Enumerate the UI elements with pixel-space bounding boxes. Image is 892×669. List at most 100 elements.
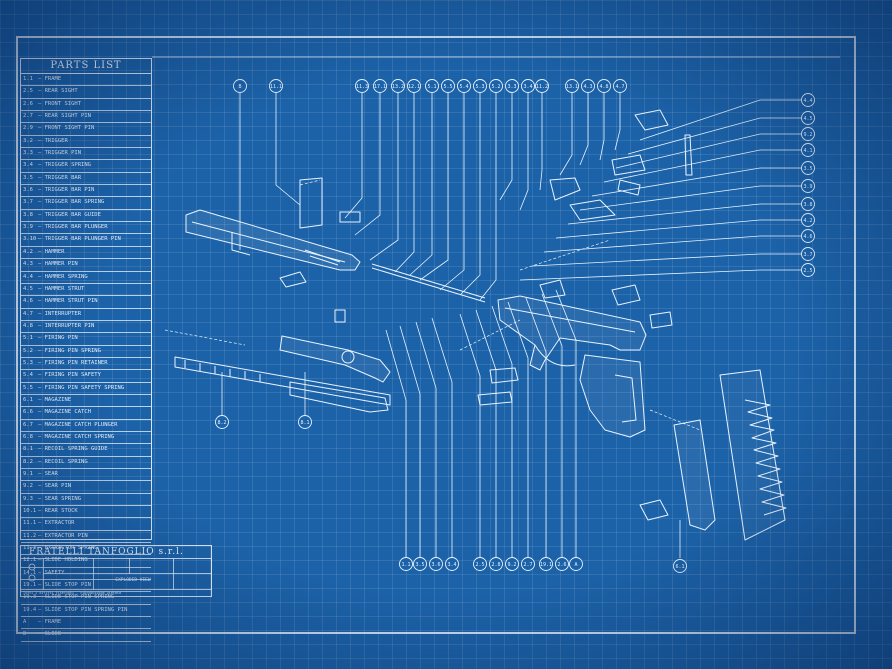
part-name: – REAR SIGHT [38, 88, 78, 95]
callout-label: 11.3 [356, 84, 368, 90]
parts-list-row: 11.1– EXTRACTOR [21, 518, 151, 531]
callout-label: 3.7 [803, 252, 812, 258]
part-code: 11.2 [23, 532, 37, 539]
part-code: 3.7 [23, 199, 33, 206]
part-name: – MAGAZINE [38, 396, 72, 403]
part-name: – HAMMER STRUT [38, 285, 85, 292]
drawing-frame [16, 36, 856, 634]
callout-bubble: 4.7 [613, 79, 627, 93]
part-name: – HAMMER STRUT PIN [38, 298, 98, 305]
callout-label: 9.2 [803, 132, 812, 138]
callout-bubble: 3.7 [801, 247, 815, 261]
leader-line [479, 92, 497, 301]
callout-bubble: 9.2 [505, 557, 519, 571]
parts-list-row: 19.3– SLIDE STOP PIN SPRING [21, 592, 151, 605]
callout-circle [521, 79, 535, 93]
part-name: – RECOIL SPRING GUIDE [38, 446, 108, 453]
callout-circle [413, 557, 427, 571]
callout-bubble: 8.1 [298, 415, 312, 429]
callout-circle [801, 127, 815, 141]
callout-circle [801, 229, 815, 243]
company-name: FRATELLI TANFOGLIO s.r.l. [21, 546, 211, 559]
callout-circle [565, 79, 579, 93]
callout-label: 5.2 [491, 84, 500, 90]
parts-list-row: 3.2– TRIGGER [21, 136, 151, 149]
part-name: – FIRING PIN SAFETY SPRING [38, 384, 125, 391]
callout-circle [425, 79, 439, 93]
callout-bubble: 8.2 [215, 415, 229, 429]
part-code: 4.2 [23, 248, 33, 255]
callout-circle [801, 111, 815, 125]
callout-circle [801, 143, 815, 157]
part-code: 2.6 [23, 100, 33, 107]
callout-bubble: 4.1 [801, 143, 815, 157]
parts-list-row: 4.3– HAMMER PIN [21, 259, 151, 272]
small-parts [279, 109, 693, 406]
part-name: – MAGAZINE CATCH SPRING [38, 433, 115, 440]
leader-line [639, 99, 802, 141]
part-name: – TRIGGER BAR PLUNGER PIN [38, 236, 121, 243]
part-name: – MAGAZINE CATCH PLUNGER [38, 421, 118, 428]
part-name: – TRIGGER BAR [38, 174, 82, 181]
parts-list-row: 2.7– REAR SIGHT PIN [21, 111, 151, 124]
callout-label: 3.4 [523, 84, 532, 90]
callout-circle [489, 557, 503, 571]
callout-label: 9.2 [507, 562, 516, 568]
part-name: – EXTRACTOR [38, 520, 75, 527]
leader-line [579, 185, 802, 211]
callout-label: 5.4 [459, 84, 468, 90]
leader-line [459, 92, 481, 296]
leader-line [555, 289, 577, 558]
callout-label: A [574, 562, 577, 568]
callout-label: 8.2 [217, 420, 226, 426]
callout-circle [801, 179, 815, 193]
callout-bubble: 3.6 [429, 557, 443, 571]
part-code: 9.3 [23, 495, 33, 502]
part-name: – TRIGGER BAR PIN [38, 187, 95, 194]
part-name: – TRIGGER BAR GUIDE [38, 211, 101, 218]
callout-bubble: 6.1 [673, 559, 687, 573]
callout-label: 4.7 [615, 84, 624, 90]
callout-circle [391, 79, 405, 93]
part-code: 5.3 [23, 359, 33, 366]
callout-circle [441, 79, 455, 93]
callout-label: 4.2 [803, 218, 812, 224]
leader-line [627, 117, 802, 155]
barrel-part [279, 335, 391, 383]
callout-circle [801, 247, 815, 261]
callout-bubble: 12.1 [407, 79, 421, 93]
callout-bubble: 2.5 [801, 263, 815, 277]
callout-circle [569, 557, 583, 571]
callout-circle [373, 79, 387, 93]
callout-label: 3.3 [507, 84, 516, 90]
callout-label: 3.4 [447, 562, 456, 568]
callout-bubble: B [233, 79, 247, 93]
callout-circle [407, 79, 421, 93]
parts-list-row: 8.1– RECOIL SPRING GUIDE [21, 444, 151, 457]
callout-circle [801, 197, 815, 211]
part-name: – REAR STOCK [38, 508, 78, 515]
callout-label: 4.5 [803, 116, 812, 122]
part-name: – INTERRUPTER PIN [38, 322, 95, 329]
parts-list-row: 11.2– EXTRACTOR PIN [21, 531, 151, 544]
parts-list-row: 10.1– REAR STOCK [21, 506, 151, 519]
callout-label: 8.1 [300, 420, 309, 426]
part-code: 6.8 [23, 433, 33, 440]
parts-list-row: 4.4– HAMMER SPRING [21, 272, 151, 284]
leader-line [275, 92, 301, 206]
leader-line [614, 92, 621, 151]
title-block-grid: EXPLODED VIEW [21, 558, 212, 590]
callout-bubble: 13.1 [565, 79, 579, 93]
callout-circle [673, 559, 687, 573]
part-code: 9.1 [23, 471, 33, 477]
part-name: – SLIDE STOP PIN SPRING [38, 594, 115, 601]
callout-label: 4.8 [599, 84, 608, 90]
part-code: 6.6 [23, 409, 33, 416]
callout-label: 3.5 [415, 562, 424, 568]
leader-line [519, 269, 802, 281]
callout-circle [473, 557, 487, 571]
callout-circle [445, 557, 459, 571]
